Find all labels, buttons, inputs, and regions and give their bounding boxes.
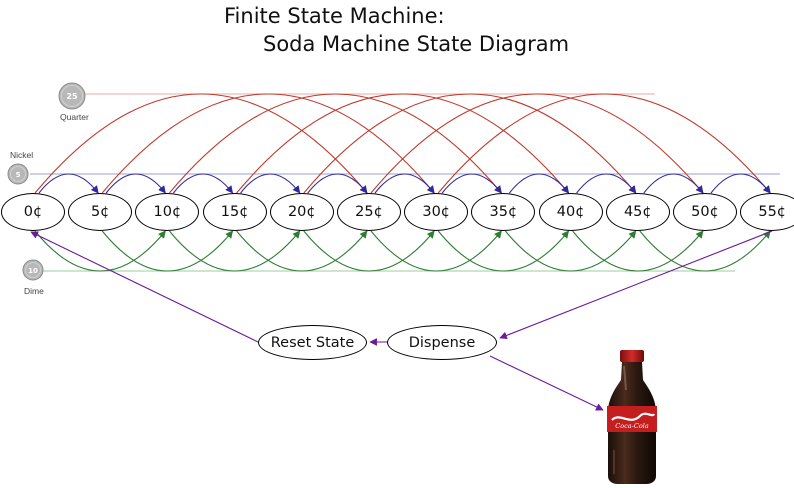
bottle-brand-text: Coca-Cola — [615, 422, 649, 430]
quarter-transition-arc — [370, 93, 704, 194]
state-node: 15¢ — [202, 193, 267, 231]
state-node: 20¢ — [269, 193, 334, 231]
dispense-flow-arrows — [30, 230, 773, 411]
state-node: 0¢ — [1, 193, 65, 231]
state-node: 45¢ — [605, 193, 670, 231]
nickel-transition-arc — [240, 173, 301, 194]
quarter-transition-arc — [236, 93, 570, 194]
nickel-transition-arc — [508, 173, 570, 194]
quarter-coin-icon: 25 — [58, 82, 86, 110]
dime-transition-arc — [236, 230, 368, 272]
nickel-coin-face: 5 — [16, 171, 21, 179]
nickel-transition-arc — [374, 173, 435, 194]
dime-transition-arc — [168, 230, 301, 272]
quarter-label: Quarter — [60, 112, 89, 122]
dime-transition-arc — [572, 230, 704, 272]
dime-coin-icon: 10 — [22, 259, 44, 281]
state-node: 35¢ — [471, 193, 536, 231]
nickel-transition-arc — [38, 173, 99, 194]
dime-transition-arc — [101, 230, 234, 272]
nickel-transitions — [38, 173, 771, 194]
coin-icons: 25 5 10 — [7, 82, 86, 281]
dime-transition-arc — [504, 230, 637, 272]
dime-transition-arc — [370, 230, 502, 272]
nickel-transition-arc — [441, 173, 502, 194]
nickel-transition-arc — [307, 173, 368, 194]
state-node: 5¢ — [68, 193, 133, 231]
final-to-dispense-arrow — [499, 230, 773, 340]
dispense-node: Dispense — [387, 325, 497, 360]
title-line-1: Finite State Machine: — [224, 4, 445, 28]
dime-transition-arc — [303, 230, 435, 272]
nickel-transition-arc — [105, 173, 166, 194]
nickel-label: Nickel — [10, 150, 34, 160]
nickel-transition-arc — [576, 173, 637, 194]
quarter-transition-arc — [101, 93, 435, 194]
state-node: 10¢ — [135, 193, 200, 231]
state-node: 40¢ — [538, 193, 603, 231]
soda-bottle-image: Coca-Cola — [607, 350, 657, 484]
nickel-coin-icon: 5 — [7, 163, 29, 185]
reset-to-start-arrow — [30, 231, 259, 343]
coin-guide-lines — [30, 93, 780, 272]
dime-coin-face: 10 — [28, 267, 38, 275]
quarter-transition-arc — [34, 93, 368, 194]
dime-transition-arc — [639, 230, 771, 272]
quarter-coin-face: 25 — [66, 92, 78, 101]
title-line-2: Soda Machine State Diagram — [263, 32, 570, 56]
quarter-transition-arc — [437, 93, 771, 194]
dime-transition-arc — [34, 230, 166, 272]
dime-label: Dime — [24, 286, 44, 296]
state-node: 30¢ — [404, 193, 469, 231]
state-node: 50¢ — [673, 193, 737, 231]
nickel-transition-arc — [710, 173, 771, 194]
quarter-transitions — [34, 93, 771, 194]
state-node: 25¢ — [337, 193, 401, 231]
nickel-transition-arc — [172, 173, 234, 194]
state-node: 55¢ — [740, 193, 794, 231]
nickel-transition-arc — [643, 173, 704, 194]
reset-state-node: Reset State — [258, 325, 367, 360]
quarter-transition-arc — [168, 93, 502, 194]
dispense-to-bottle-arrow — [489, 355, 604, 411]
quarter-transition-arc — [303, 93, 637, 194]
dime-transitions — [34, 230, 771, 272]
dime-transition-arc — [437, 230, 570, 272]
